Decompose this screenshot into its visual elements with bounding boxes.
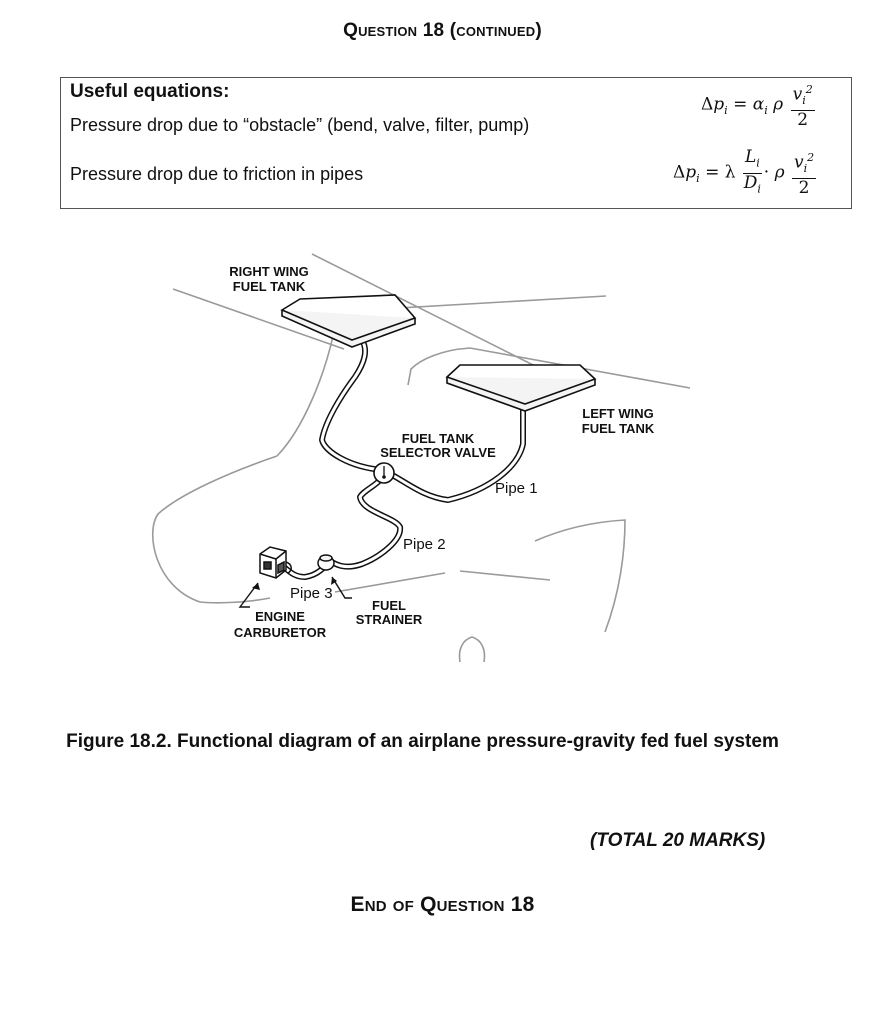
engine-carburetor-icon [259, 546, 292, 579]
carburetor-label-line2: CARBURETOR [234, 625, 327, 640]
valve-label-line2: SELECTOR VALVE [380, 445, 496, 460]
fuel-system-diagram: RIGHT WING FUEL TANK LEFT WING FUEL TANK… [151, 253, 691, 663]
fuel-tank-selector-valve-icon [373, 462, 395, 484]
pipe-2-label: Pipe 2 [403, 536, 446, 553]
label-leaders [238, 576, 352, 608]
left-wing-fuel-tank-shape [445, 364, 597, 412]
right-tank-label-line2: FUEL TANK [233, 279, 306, 294]
equations-heading: Useful equations: [70, 81, 230, 102]
strainer-label-line1: FUEL [372, 598, 406, 613]
question-title: Question 18 (continued) [343, 20, 542, 41]
equations-box: Useful equations: Pressure drop due to “… [60, 77, 852, 209]
strainer-label-line2: STRAINER [356, 612, 423, 627]
left-tank-label-line2: FUEL TANK [582, 421, 655, 436]
fuel-strainer-icon [317, 554, 335, 571]
end-of-question: End of Question 18 [350, 893, 535, 916]
figure-caption: Figure 18.2. Functional diagram of an ai… [66, 731, 779, 752]
obstacle-equation-label: Pressure drop due to “obstacle” (bend, v… [70, 115, 530, 135]
total-marks: (TOTAL 20 MARKS) [590, 830, 766, 851]
friction-equation-label: Pressure drop due to friction in pipes [70, 164, 364, 184]
carburetor-label-line1: ENGINE [255, 609, 305, 624]
right-wing-fuel-tank-shape [280, 294, 417, 348]
valve-label-line1: FUEL TANK [402, 431, 475, 446]
strainer-arrow-head [331, 577, 337, 585]
carburetor-arrow-head [252, 583, 260, 590]
pipe-1-label: Pipe 1 [495, 480, 538, 497]
right-tank-label-line1: RIGHT WING [229, 264, 308, 279]
left-tank-label-line1: LEFT WING [582, 406, 654, 421]
pipe-3-label: Pipe 3 [290, 585, 333, 602]
